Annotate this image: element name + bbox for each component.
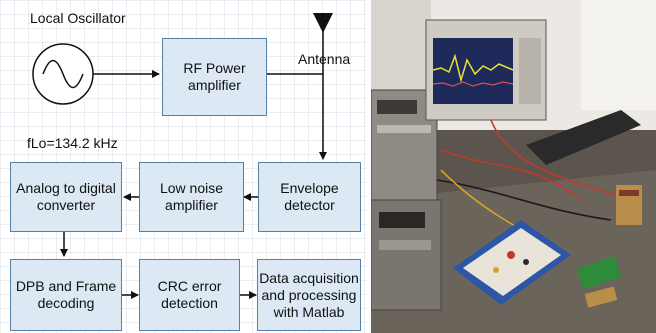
crc-error-detection-block: CRC error detection (139, 259, 240, 331)
oscillator-icon (32, 43, 94, 105)
lab-bench-photo-icon (371, 0, 656, 333)
dpb-frame-decoding-label: DPB and Frame decoding (15, 278, 117, 311)
rf-power-amplifier-label: RF Power amplifier (183, 60, 246, 93)
keyboard (526, 110, 641, 165)
data-acquisition-block: Data acquisition and processing with Mat… (257, 259, 361, 331)
lab-setup-photo (371, 0, 656, 333)
data-acquisition-label: Data acquisition and processing with Mat… (259, 269, 359, 320)
adc-label: Analog to digital converter (16, 180, 116, 213)
envelope-detector-label: Envelope detector (280, 180, 339, 213)
dpb-frame-decoding-block: DPB and Frame decoding (10, 259, 122, 331)
antenna-label: Antenna (298, 51, 351, 67)
frequency-label: fLo=134.2 kHz (27, 135, 118, 151)
rf-power-amplifier-block: RF Power amplifier (162, 38, 267, 116)
crc-error-detection-label: CRC error detection (157, 278, 222, 311)
block-diagram: Local Oscillator fLo=134.2 kHz Antenna R… (0, 0, 366, 333)
green-pcb (576, 256, 622, 290)
antenna-icon (313, 13, 333, 60)
low-noise-amplifier-label: Low noise amplifier (159, 180, 224, 213)
envelope-detector-block: Envelope detector (258, 162, 361, 232)
signal-arrows (60, 60, 327, 299)
adc-block: Analog to digital converter (10, 162, 122, 232)
low-noise-amplifier-block: Low noise amplifier (139, 162, 244, 232)
oscillator-label: Local Oscillator (30, 10, 126, 26)
